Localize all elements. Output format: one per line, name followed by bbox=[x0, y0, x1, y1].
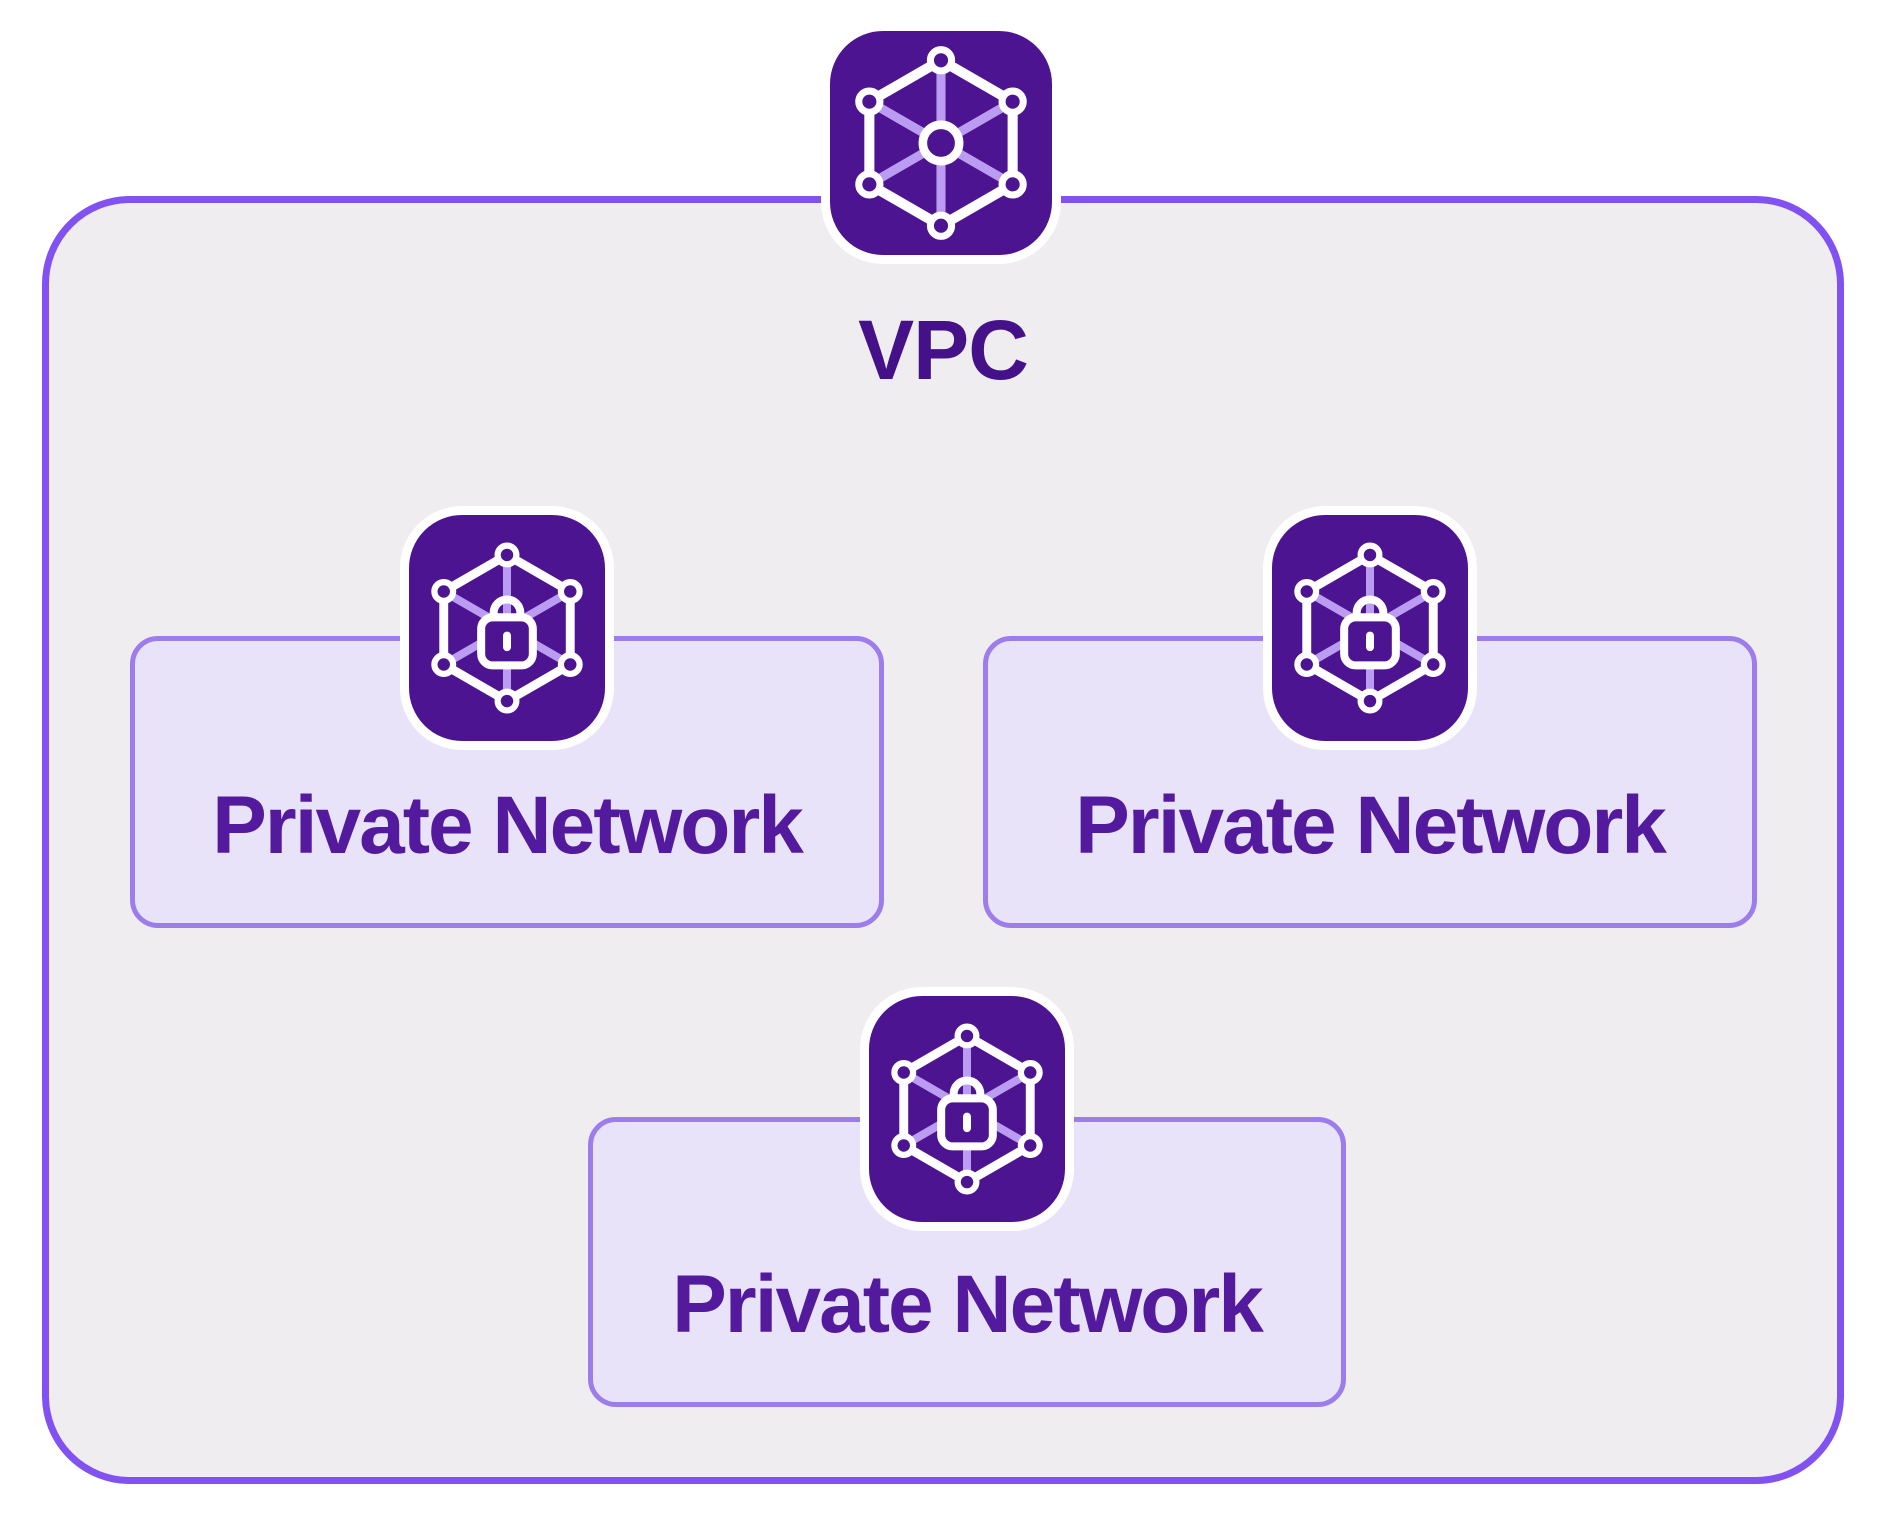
private-network-lock-icon bbox=[400, 506, 614, 750]
private-network-lock-icon bbox=[1263, 506, 1477, 750]
network-hub-icon bbox=[821, 22, 1061, 264]
private-network-label: Private Network bbox=[672, 1259, 1264, 1350]
vpc-label: VPC bbox=[858, 303, 1029, 397]
private-network-lock-icon bbox=[860, 987, 1074, 1231]
private-network-label: Private Network bbox=[212, 780, 804, 871]
private-network-label: Private Network bbox=[1075, 780, 1667, 871]
